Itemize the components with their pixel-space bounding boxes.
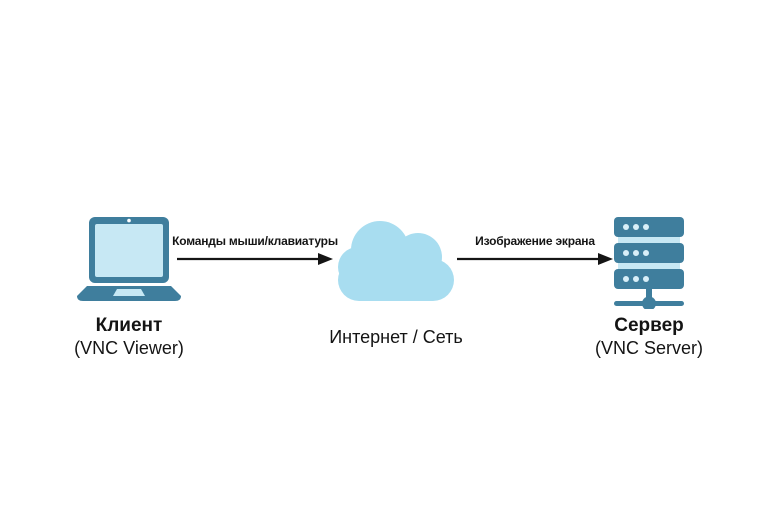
client-subtitle: (VNC Viewer) xyxy=(74,338,184,358)
arrow-network-to-server-label: Изображение экрана xyxy=(475,234,595,248)
server-caption: Сервер (VNC Server) xyxy=(554,314,744,359)
server-title: Сервер xyxy=(614,315,684,336)
arrow-client-to-network-label: Команды мыши/клавиатуры xyxy=(172,234,338,248)
laptop-icon xyxy=(77,217,181,305)
server-icon xyxy=(612,217,686,311)
client-caption: Клиент (VNC Viewer) xyxy=(34,314,224,359)
arrow-network-to-server: Изображение экрана xyxy=(456,234,614,266)
right-arrow-icon xyxy=(457,253,613,265)
cloud-icon xyxy=(334,217,458,303)
arrow-client-to-network: Команды мыши/клавиатуры xyxy=(172,234,338,266)
client-title: Клиент xyxy=(95,315,163,336)
network-caption: Интернет / Сеть xyxy=(301,326,491,348)
right-arrow-icon xyxy=(177,253,333,265)
server-subtitle: (VNC Server) xyxy=(594,338,703,358)
network-title: Интернет / Сеть xyxy=(329,327,463,347)
